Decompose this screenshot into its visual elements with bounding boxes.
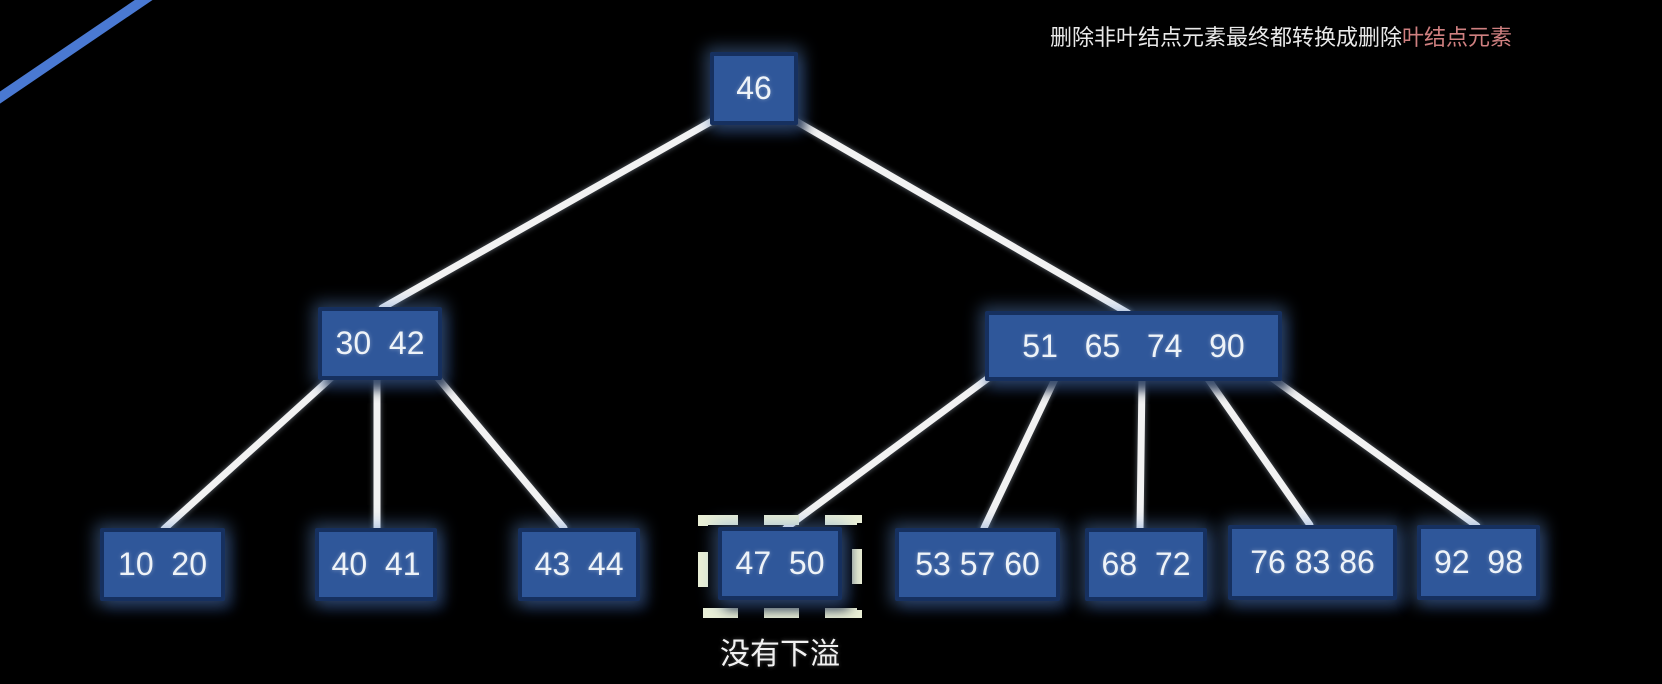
btree-leaf-node-43-44: 43 44 <box>518 528 640 601</box>
btree-internal-node-30-42: 30 42 <box>318 307 442 380</box>
edge-root-to-internal-right <box>790 116 1132 317</box>
btree-leaf-node-40-41: 40 41 <box>315 528 437 601</box>
annotation-text-red: 叶结点元素 <box>1401 25 1512 50</box>
btree-leaf-node-10-20: 10 20 <box>100 528 225 601</box>
node-keys: 46 <box>736 70 772 106</box>
node-keys: 10 20 <box>118 546 207 582</box>
edge-internal-right-to-leaf-53-57-60 <box>980 375 1059 532</box>
node-keys: 40 41 <box>331 546 421 582</box>
btree-leaf-node-53-57-60: 53 57 60 <box>895 528 1060 601</box>
node-keys: 47 50 <box>735 545 825 581</box>
edge-internal-left-to-leaf-10-20 <box>160 373 336 533</box>
edge-internal-left-to-leaf-43-44 <box>433 373 568 532</box>
node-keys: 53 57 60 <box>915 546 1040 582</box>
btree-internal-node-51-65-74-90: 51 65 74 90 <box>985 311 1282 381</box>
btree-leaf-node-68-72: 68 72 <box>1085 528 1207 601</box>
btree-leaf-node-76-83-86: 76 83 86 <box>1228 525 1397 600</box>
node-keys: 76 83 86 <box>1250 544 1375 580</box>
node-keys: 68 72 <box>1101 546 1191 582</box>
underflow-highlight-dashed-box <box>698 515 862 618</box>
edge-internal-right-to-leaf-92-98 <box>1268 374 1481 530</box>
edge-internal-right-to-leaf-76-83-86 <box>1204 375 1314 529</box>
node-keys: 92 98 <box>1434 544 1523 580</box>
annotation-text-white: 删除非叶结点元素最终都转换成删除 <box>1049 25 1402 50</box>
edge-internal-right-to-leaf-68-72 <box>1136 375 1146 533</box>
edge-root-to-internal-left <box>378 116 718 312</box>
edge-internal-right-to-leaf-47-50 <box>782 375 991 532</box>
node-keys: 43 44 <box>534 546 624 582</box>
btree-leaf-node-92-98: 92 98 <box>1417 525 1540 600</box>
node-keys: 51 65 74 90 <box>1022 327 1245 364</box>
node-keys: 30 42 <box>335 325 425 361</box>
btree-root-node-46: 46 <box>710 52 798 125</box>
underflow-caption: 没有下溢 <box>720 638 840 671</box>
btree-leaf-node-47-50-highlighted: 47 50 <box>718 527 842 600</box>
annotation-text: 删除非叶结点元素最终都转换成删除叶结点元素 <box>1050 20 1512 52</box>
decorative-blue-line <box>0 0 153 104</box>
